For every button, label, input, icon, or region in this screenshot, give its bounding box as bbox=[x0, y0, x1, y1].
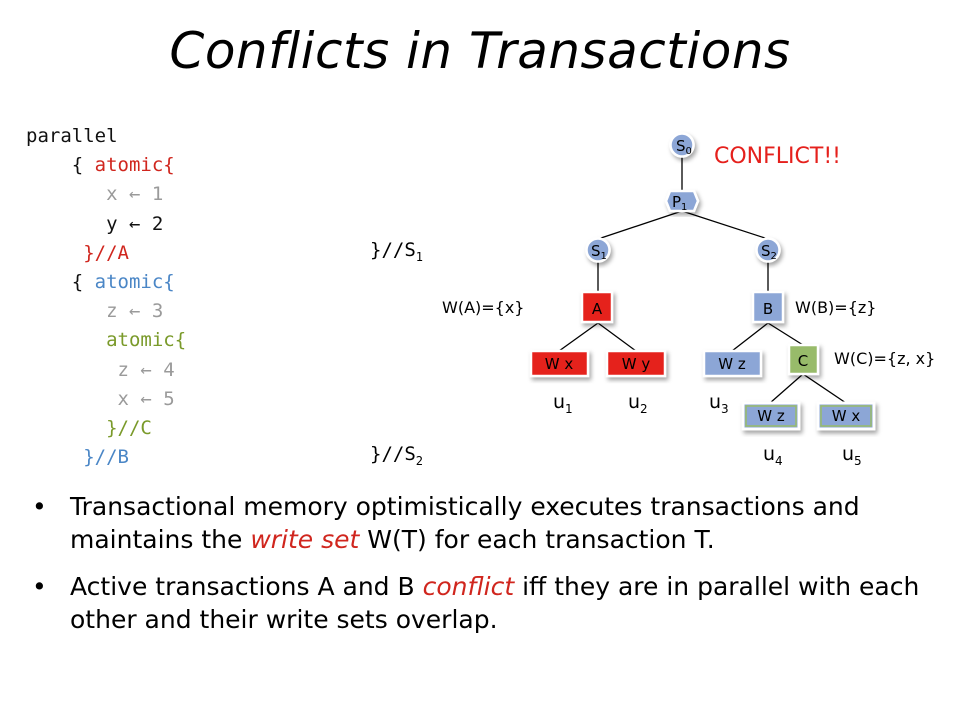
node-c bbox=[787, 343, 820, 376]
u2-name: u2 bbox=[628, 391, 648, 416]
node-s1 bbox=[585, 237, 611, 263]
code-token: }//B bbox=[83, 446, 129, 469]
bullet-text: Transactional memory optimistically exec… bbox=[70, 492, 860, 554]
code-comment: }//S1 bbox=[370, 238, 423, 264]
code-token: x ← 1 bbox=[106, 183, 164, 206]
write-set-b: W(B)={z} bbox=[795, 298, 876, 317]
code-line: x ← 5 bbox=[26, 385, 186, 414]
code-line: }//C bbox=[26, 414, 186, 443]
code-line: }//B bbox=[26, 443, 186, 472]
bullet-text: W(T) for each transaction T. bbox=[359, 525, 715, 554]
node-u3-label: W z bbox=[718, 355, 746, 373]
code-line: atomic{ bbox=[26, 326, 186, 355]
code-token: { bbox=[71, 154, 95, 177]
bullet-dot-icon: • bbox=[32, 572, 47, 601]
node-u5 bbox=[816, 401, 876, 431]
u4-name: u4 bbox=[763, 443, 783, 468]
code-listing: parallel { atomic{ x ← 1 y ← 2 }//A { at… bbox=[26, 122, 186, 472]
bullet-item: • Active transactions A and B conflict if… bbox=[30, 570, 930, 636]
code-token: parallel bbox=[26, 125, 118, 147]
node-u1 bbox=[529, 349, 590, 378]
slide-title: Conflicts in Transactions bbox=[169, 22, 791, 80]
code-token: y ← 2 bbox=[106, 212, 164, 235]
node-c-label: C bbox=[798, 352, 808, 370]
u5-name: u5 bbox=[842, 443, 862, 468]
node-a-label: A bbox=[592, 300, 603, 318]
node-s0 bbox=[669, 132, 695, 158]
code-line: { atomic{ bbox=[26, 268, 186, 297]
node-p1 bbox=[664, 189, 700, 213]
node-u4 bbox=[741, 401, 801, 431]
node-u4-label: W z bbox=[757, 407, 785, 425]
code-token: atomic{ bbox=[106, 329, 187, 352]
code-line: z ← 4 bbox=[26, 356, 186, 385]
code-comment: }//S2 bbox=[370, 443, 423, 468]
code-token: { bbox=[71, 270, 95, 293]
u1-name: u1 bbox=[553, 391, 573, 416]
code-line: y ← 2 bbox=[26, 210, 186, 239]
write-set-c: W(C)={z, x} bbox=[834, 349, 935, 368]
code-token: atomic{ bbox=[94, 154, 175, 177]
node-u1-label: W x bbox=[545, 355, 574, 373]
code-line: parallel bbox=[26, 122, 186, 151]
code-token: }//A bbox=[83, 241, 129, 264]
tree-edges bbox=[558, 156, 847, 404]
bullet-item: • Transactional memory optimistically exe… bbox=[30, 490, 930, 556]
code-token: x ← 5 bbox=[117, 387, 175, 410]
code-token: }//C bbox=[106, 416, 152, 439]
node-p1-label: P1 bbox=[672, 193, 687, 213]
code-token: z ← 4 bbox=[117, 358, 175, 381]
bullet-text: write set bbox=[250, 525, 360, 554]
code-line: { atomic{ bbox=[26, 151, 186, 180]
node-a bbox=[580, 290, 614, 324]
node-u2 bbox=[605, 349, 667, 378]
node-u2-label: W y bbox=[622, 355, 651, 373]
node-s0-label: S0 bbox=[676, 137, 692, 157]
node-b-label: B bbox=[763, 300, 773, 318]
code-token: z ← 3 bbox=[106, 300, 164, 323]
bullet-dot-icon: • bbox=[32, 492, 47, 521]
node-u3 bbox=[702, 349, 763, 378]
computation-tree: S0 P1 S1 S2 A B C W x W y W z bbox=[442, 132, 935, 468]
write-set-a: W(A)={x} bbox=[442, 298, 524, 317]
code-line: x ← 1 bbox=[26, 180, 186, 209]
node-s2 bbox=[755, 237, 781, 263]
bullet-text: iff they are in parallel with each other… bbox=[70, 572, 920, 634]
bullet-text: Active transactions A and B bbox=[70, 572, 423, 601]
bullet-text: conflict bbox=[422, 572, 515, 601]
code-line: z ← 3 bbox=[26, 297, 186, 326]
code-line: }//A bbox=[26, 239, 186, 268]
node-s2-label: S2 bbox=[761, 242, 777, 262]
node-b bbox=[751, 290, 785, 324]
u3-name: u3 bbox=[709, 391, 729, 416]
bullet-list: • Transactional memory optimistically exe… bbox=[30, 490, 930, 650]
node-s1-label: S1 bbox=[591, 242, 607, 262]
node-u5-label: W x bbox=[832, 407, 861, 425]
code-token: atomic{ bbox=[94, 270, 175, 293]
conflict-label: CONFLICT!! bbox=[714, 144, 841, 169]
